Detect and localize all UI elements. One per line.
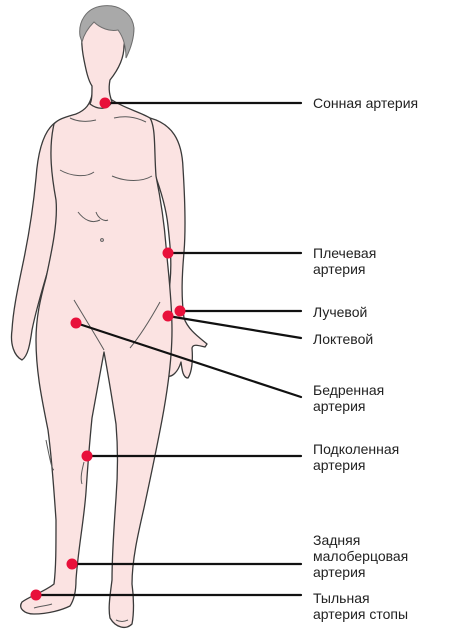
- label-popliteal-line2: артерия: [313, 457, 399, 473]
- label-dorsalis-pedis-line2: артерия стопы: [313, 606, 408, 622]
- pulse-point-carotid: [100, 98, 111, 109]
- label-posterior-tibial: Задняя малоберцовая артерия: [313, 532, 408, 580]
- pulse-point-brachial: [163, 248, 174, 259]
- label-femoral-line1: Бедренная: [313, 382, 384, 398]
- label-popliteal-line1: Подколенная: [313, 441, 399, 457]
- label-posterior-tibial-line2: малоберцовая: [313, 548, 408, 564]
- label-carotid-line1: Сонная артерия: [313, 95, 418, 111]
- label-dorsalis-pedis: Тыльная артерия стопы: [313, 590, 408, 622]
- label-brachial: Плечевая артерия: [313, 245, 376, 277]
- label-brachial-line1: Плечевая: [313, 245, 376, 261]
- label-posterior-tibial-line1: Задняя: [313, 532, 408, 548]
- pulse-point-femoral: [71, 318, 82, 329]
- label-brachial-line2: артерия: [313, 261, 376, 277]
- pulse-point-ulnar: [163, 311, 174, 322]
- label-radial-line1: Лучевой: [313, 304, 367, 320]
- label-carotid: Сонная артерия: [313, 95, 418, 111]
- label-radial: Лучевой: [313, 304, 367, 320]
- label-ulnar-line1: Локтевой: [313, 331, 373, 347]
- label-ulnar: Локтевой: [313, 331, 373, 347]
- pulse-point-popliteal: [82, 451, 93, 462]
- label-femoral: Бедренная артерия: [313, 382, 384, 414]
- pulse-point-dorsalis-pedis: [31, 590, 42, 601]
- label-femoral-line2: артерия: [313, 398, 384, 414]
- label-popliteal: Подколенная артерия: [313, 441, 399, 473]
- pulse-point-posterior-tibial: [67, 559, 78, 570]
- label-posterior-tibial-line3: артерия: [313, 564, 408, 580]
- label-dorsalis-pedis-line1: Тыльная: [313, 590, 408, 606]
- pulse-point-radial: [175, 306, 186, 317]
